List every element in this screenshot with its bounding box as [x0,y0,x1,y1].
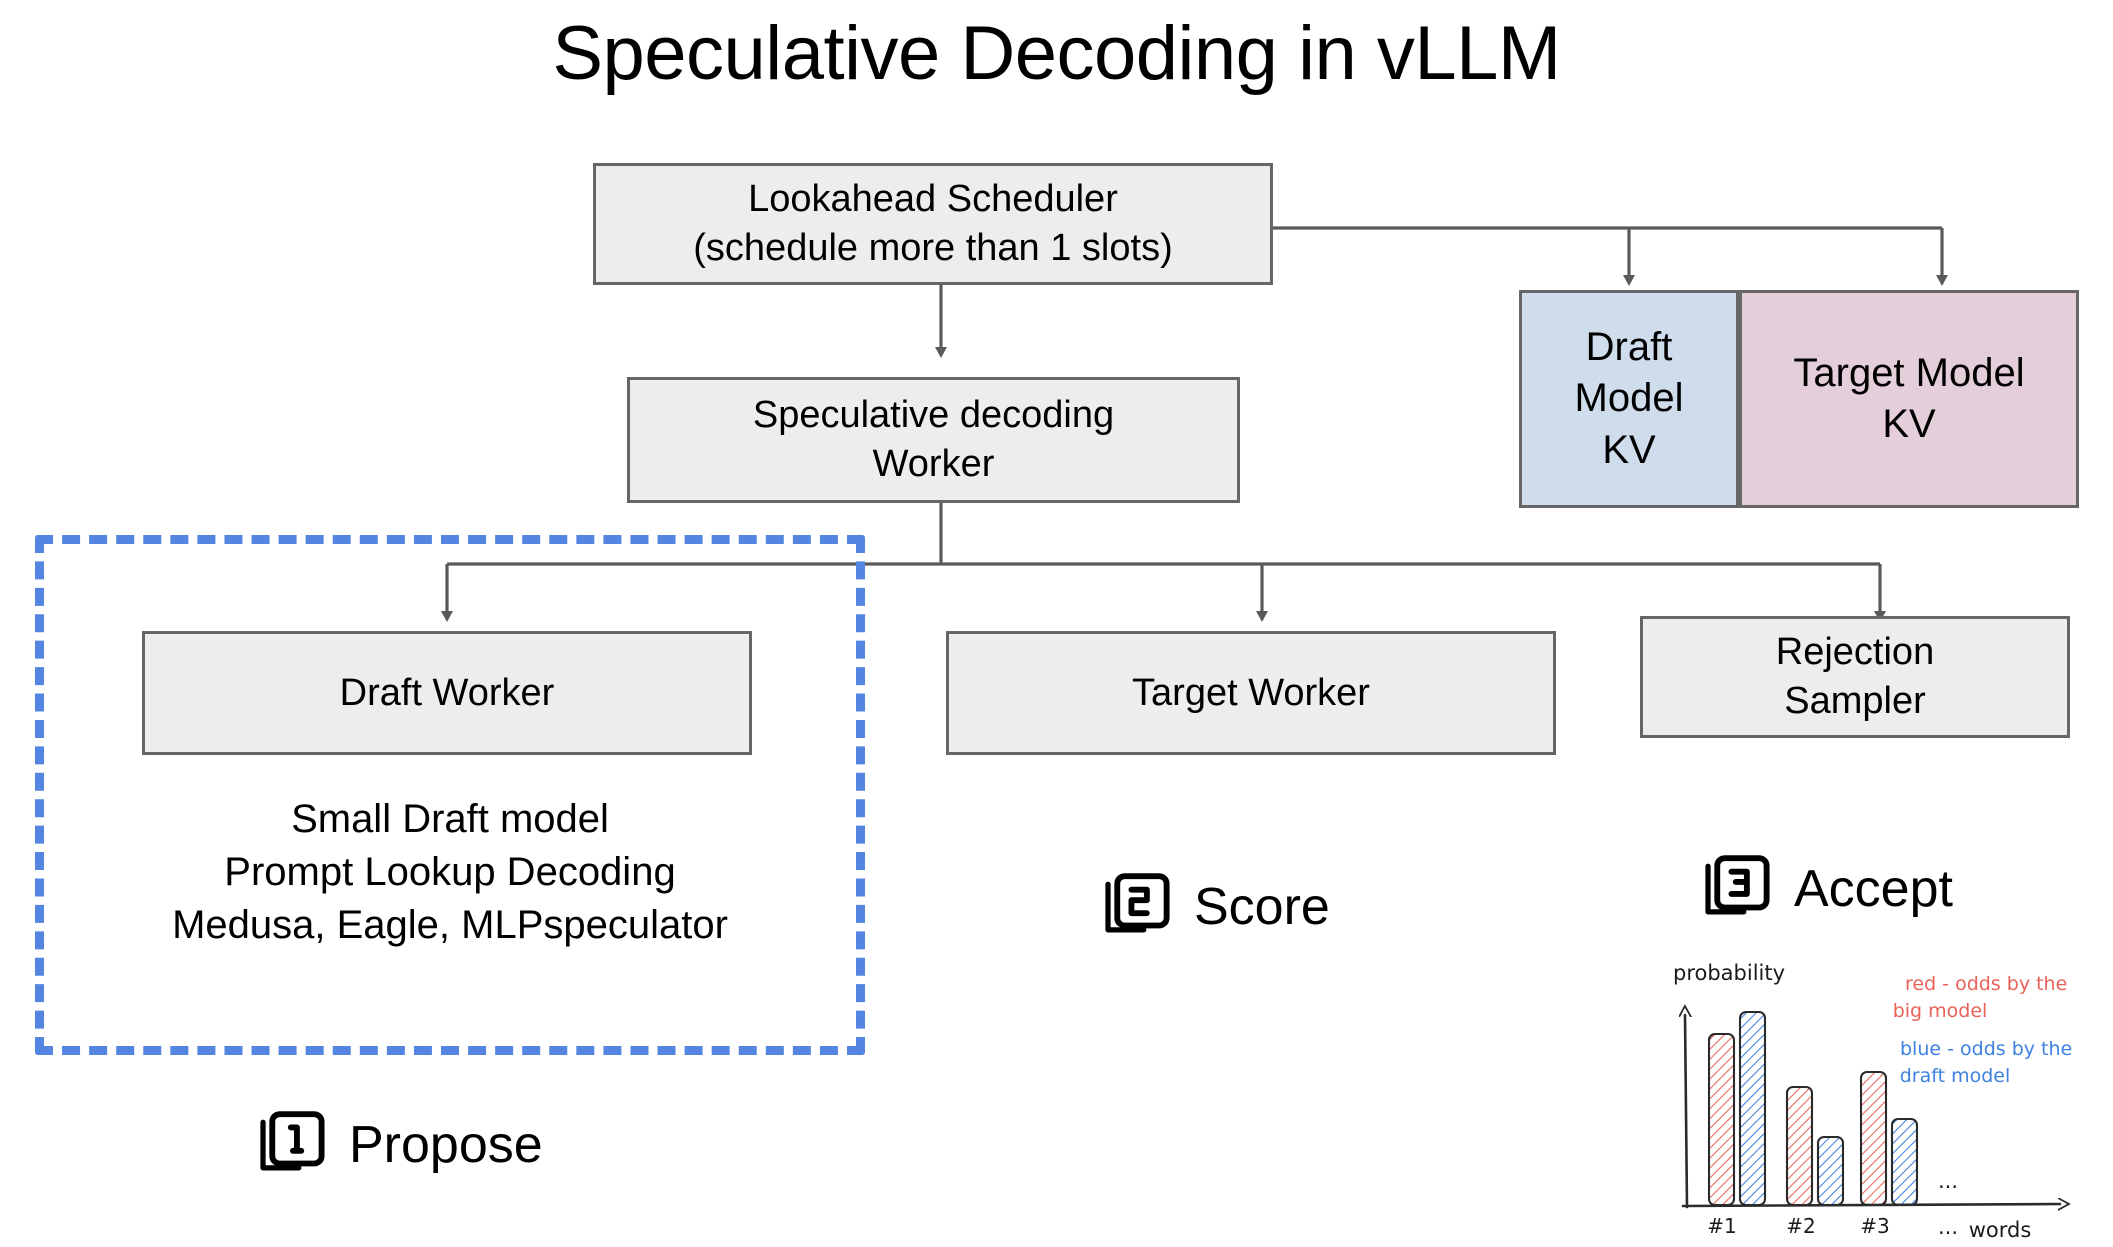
node-lookahead-scheduler[interactable]: Lookahead Scheduler (schedule more than … [593,163,1273,285]
chart-y-axis [1685,1015,1687,1209]
step-3-label: Accept [1794,860,1953,918]
chart-x-axis-label: words [1969,1218,2032,1242]
node-draft-model-kv[interactable]: Draft Model KV [1519,290,1739,508]
propose-group-box [35,535,865,1055]
page-title: Speculative Decoding in vLLM [552,11,1561,96]
looks-one-icon [260,1111,325,1171]
bar-group-3 [1859,1070,1919,1207]
chart-y-axis-label: probability [1673,961,1785,985]
chart-xtick-3: #3 [1860,1214,1889,1238]
legend-blue-line-1: blue - odds by the [1900,1038,2072,1060]
chart-legend: red - odds by the big model blue - odds … [1893,973,2073,1087]
step-1-label: Propose [349,1116,543,1174]
bar-group-1 [1707,1010,1767,1207]
looks-three-icon [1705,855,1770,915]
node-target-model-kv[interactable]: Target Model KV [1739,290,2079,508]
chart-annotation-upper: ... [1938,1169,1958,1193]
legend-red-line-2: big model [1893,1000,1988,1022]
chart-annotation-lower: ... [1938,1215,1958,1239]
node-target-worker[interactable]: Target Worker [946,631,1556,755]
bar-group-2 [1785,1085,1845,1207]
node-rejection-sampler[interactable]: Rejection Sampler [1640,616,2070,738]
draft-methods-text: Small Draft model Prompt Lookup Decoding… [172,797,728,947]
node-draft-worker[interactable]: Draft Worker [142,631,752,755]
legend-blue-line-2: draft model [1900,1065,2011,1087]
chart-xtick-1: #1 [1707,1214,1736,1238]
looks-two-icon [1105,873,1170,933]
chart-svg: #1 #2 #3 ... ... probability words red -… [1673,961,2073,1242]
step-2-label: Score [1194,878,1330,936]
step-3-accept: Accept [1700,852,1953,926]
node-speculative-decoding-worker[interactable]: Speculative decoding Worker [627,377,1240,503]
step-2-score: Score [1100,870,1330,944]
legend-red-line-1: red - odds by the [1905,973,2067,995]
chart-xtick-2: #2 [1786,1214,1815,1238]
probability-bar-chart: #1 #2 #3 ... ... probability words red -… [1655,945,2095,1242]
step-1-propose: Propose [255,1108,543,1182]
